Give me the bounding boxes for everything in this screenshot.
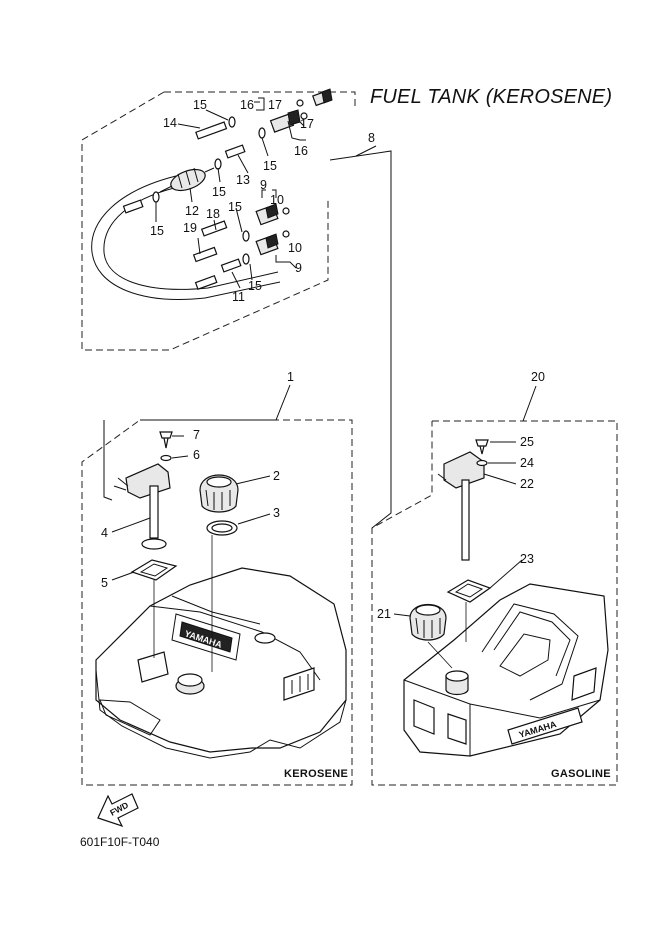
joint-9-upper bbox=[255, 203, 290, 226]
callout-20-frame-line bbox=[522, 385, 537, 422]
connector-17-top bbox=[296, 88, 333, 107]
callout-leaders bbox=[111, 97, 523, 617]
callout-6: 6 bbox=[193, 448, 200, 462]
callout-15-b: 15 bbox=[263, 159, 277, 173]
kerosene-tank-label: KEROSENE bbox=[284, 768, 349, 780]
callout-1-frame-line bbox=[140, 384, 291, 421]
callout-23: 23 bbox=[520, 552, 534, 566]
callout-12: 12 bbox=[185, 204, 199, 218]
hose-piece-left bbox=[122, 199, 144, 214]
diagram-title: FUEL TANK (KEROSENE) bbox=[370, 86, 613, 108]
kerosene-tank: YAMAHA bbox=[95, 431, 347, 759]
callout-16-top: 16 bbox=[240, 98, 254, 112]
callout-15-c: 15 bbox=[212, 185, 226, 199]
callout-1: 1 bbox=[287, 370, 294, 384]
hose-clamp-15 bbox=[258, 127, 266, 139]
callout-2: 2 bbox=[273, 469, 280, 483]
hose-piece-14 bbox=[195, 121, 228, 140]
drawing-code: 601F10F-T040 bbox=[80, 835, 160, 849]
hose-clamp-15 bbox=[242, 253, 250, 265]
hose-to-gasoline-line bbox=[329, 150, 392, 529]
callout-10-lower: 10 bbox=[288, 241, 302, 255]
hose-piece-18 bbox=[200, 220, 228, 237]
callout-8: 8 bbox=[368, 131, 375, 145]
callout-18: 18 bbox=[206, 207, 220, 221]
hose-piece-lower bbox=[220, 258, 242, 273]
callout-4: 4 bbox=[101, 526, 108, 540]
callout-24: 24 bbox=[520, 456, 534, 470]
hose-clamp-15 bbox=[152, 191, 160, 203]
fuel-hose-assembly bbox=[91, 88, 333, 300]
callout-7: 7 bbox=[193, 428, 200, 442]
fuel-cap-21 bbox=[409, 604, 447, 641]
callout-3: 3 bbox=[273, 506, 280, 520]
gasoline-group-frame bbox=[371, 420, 618, 786]
hose-to-kerosene-line bbox=[103, 420, 113, 501]
callout-9-upper: 9 bbox=[260, 178, 267, 192]
callout-19: 19 bbox=[183, 221, 197, 235]
kerosene-group-frame bbox=[81, 419, 353, 786]
callout-9-lower: 9 bbox=[295, 261, 302, 275]
callout-15-a: 15 bbox=[193, 98, 207, 112]
fuel-cap-2 bbox=[199, 474, 239, 513]
joint-9-lower bbox=[255, 230, 290, 256]
callout-11: 11 bbox=[232, 290, 245, 304]
hose-piece-11 bbox=[194, 274, 218, 290]
callout-15-e: 15 bbox=[228, 200, 242, 214]
callout-15-d: 15 bbox=[150, 224, 164, 238]
gasoline-tank-label: GASOLINE bbox=[551, 768, 611, 780]
callout-13: 13 bbox=[236, 173, 250, 187]
hose-clamp-15 bbox=[214, 158, 222, 170]
fwd-arrow-icon: FWD bbox=[97, 793, 139, 828]
callout-5: 5 bbox=[101, 576, 108, 590]
callout-numbers: 1 2 3 4 5 6 7 8 9 9 10 10 11 12 13 14 15… bbox=[101, 98, 545, 621]
hose-piece-19 bbox=[192, 246, 218, 263]
suction-pipe-4 bbox=[113, 463, 171, 550]
gasoline-tank: YAMAHA bbox=[403, 439, 609, 757]
primer-bulb bbox=[159, 167, 215, 193]
hose-piece-13 bbox=[224, 144, 246, 159]
hose-clamp-15 bbox=[228, 116, 236, 128]
callout-10-upper: 10 bbox=[270, 193, 284, 207]
callout-21: 21 bbox=[377, 607, 391, 621]
callout-17-lower: 17 bbox=[300, 117, 314, 131]
suction-pipe-22 bbox=[437, 451, 485, 561]
callout-20: 20 bbox=[531, 370, 545, 384]
callout-22: 22 bbox=[520, 477, 534, 491]
callout-16-lower: 16 bbox=[294, 144, 308, 158]
callout-15-f: 15 bbox=[248, 279, 262, 293]
callout-14: 14 bbox=[163, 116, 177, 130]
callout-25: 25 bbox=[520, 435, 534, 449]
fuel-hose-group-frame bbox=[81, 91, 356, 351]
hose-clamp-15 bbox=[242, 230, 250, 242]
callout-17-top: 17 bbox=[268, 98, 282, 112]
